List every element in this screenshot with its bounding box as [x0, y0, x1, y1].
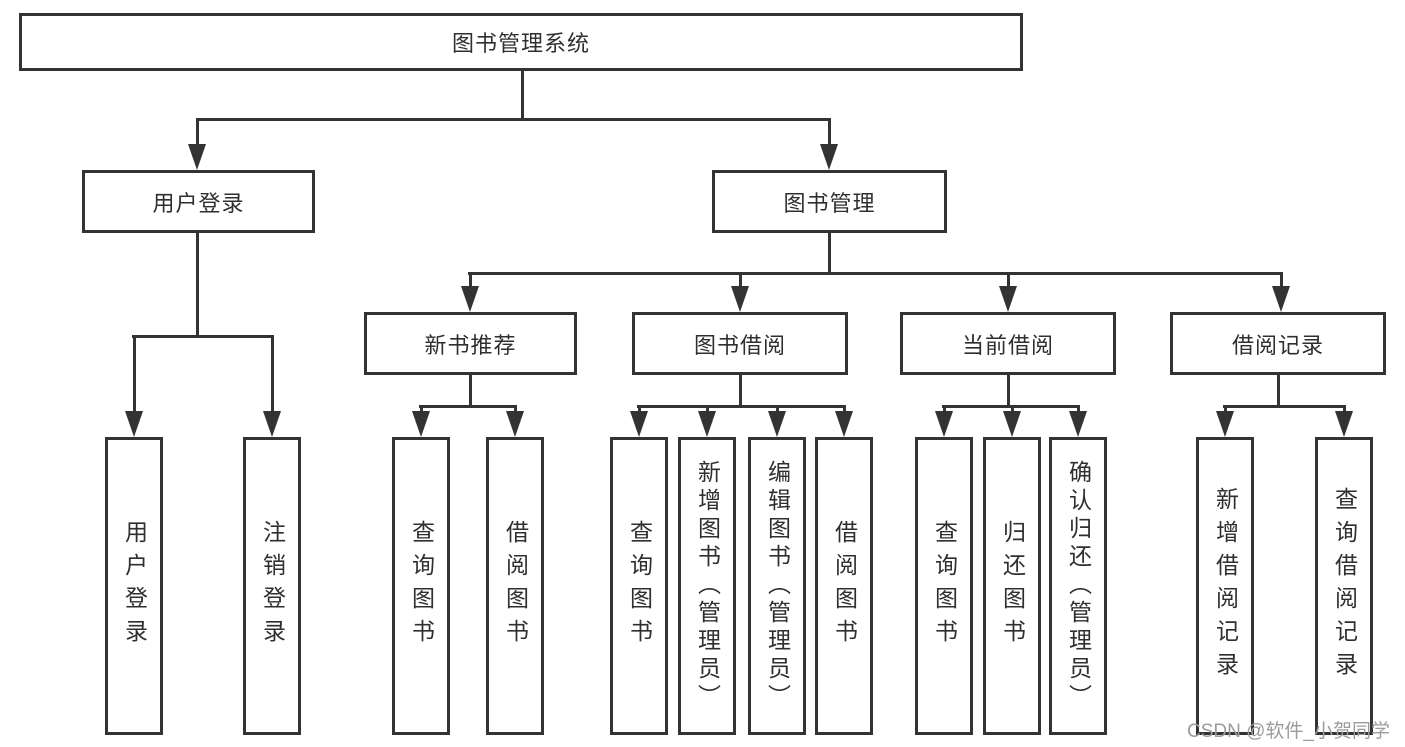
connector-drop: [739, 272, 742, 290]
leaf-borrow-book-recommend: 借阅图书: [486, 437, 544, 735]
arrow-down-icon: [835, 411, 853, 437]
connector-stem: [196, 233, 199, 337]
connector-branch: [1223, 405, 1346, 408]
connector-drop: [943, 405, 946, 415]
arrow-down-icon: [125, 411, 143, 437]
leaf-borrow-book-label: 借阅图书: [831, 520, 858, 652]
node-book-management-label: 图书管理: [783, 190, 876, 216]
leaf-return-book: 归还图书: [983, 437, 1041, 735]
leaf-add-borrow-record-label: 新增借阅记录: [1212, 487, 1239, 685]
arrow-down-icon: [768, 411, 786, 437]
connector-drop: [1007, 272, 1010, 290]
arrow-down-icon: [820, 144, 838, 170]
connector-drop: [514, 405, 517, 415]
node-borrow-record-label: 借阅记录: [1231, 332, 1324, 358]
arrow-down-icon: [506, 411, 524, 437]
connector-stem: [469, 375, 472, 407]
leaf-borrow-book-recommend-label: 借阅图书: [502, 520, 529, 652]
leaf-add-book-admin: 新增图书（管理员）: [678, 437, 736, 735]
connector-stem: [739, 375, 742, 407]
arrow-down-icon: [1216, 411, 1234, 437]
connector-drop: [843, 405, 846, 415]
node-borrow-record: 借阅记录: [1170, 312, 1386, 375]
connector-stem: [1007, 375, 1010, 407]
arrow-down-icon: [188, 144, 206, 170]
connector-drop: [196, 118, 199, 148]
node-book-borrow-label: 图书借阅: [693, 332, 786, 358]
leaf-query-book-label: 查询图书: [626, 520, 653, 652]
arrow-down-icon: [1335, 411, 1353, 437]
arrow-down-icon: [1003, 411, 1021, 437]
leaf-add-borrow-record: 新增借阅记录: [1196, 437, 1254, 735]
connector-branch: [132, 335, 274, 338]
connector-drop: [776, 405, 779, 415]
leaf-user-login-label: 用户登录: [121, 520, 148, 652]
connector-drop: [1280, 272, 1283, 290]
leaf-return-book-label: 归还图书: [999, 520, 1026, 652]
leaf-confirm-return-admin-label: 确认归还（管理员）: [1065, 460, 1092, 712]
node-user-login: 用户登录: [82, 170, 315, 233]
connector-branch: [637, 405, 846, 408]
node-root-label: 图书管理系统: [451, 31, 590, 56]
connector-drop: [1224, 405, 1227, 415]
leaf-query-current-book-label: 查询图书: [931, 520, 958, 652]
connector-drop: [1077, 405, 1080, 415]
node-new-book-recommend: 新书推荐: [364, 312, 577, 375]
connector-drop: [828, 118, 831, 148]
arrow-down-icon: [1069, 411, 1087, 437]
node-current-borrow: 当前借阅: [900, 312, 1116, 375]
arrow-down-icon: [1272, 286, 1290, 312]
connector-drop: [133, 335, 136, 415]
leaf-query-book-recommend: 查询图书: [392, 437, 450, 735]
connector-drop: [271, 335, 274, 415]
leaf-query-borrow-record-label: 查询借阅记录: [1331, 487, 1358, 685]
node-new-book-recommend-label: 新书推荐: [424, 332, 517, 358]
connector-stem: [521, 71, 524, 120]
leaf-query-borrow-record: 查询借阅记录: [1315, 437, 1373, 735]
arrow-down-icon: [630, 411, 648, 437]
watermark: CSDN @软件_小贺同学: [1187, 721, 1390, 742]
connector-drop: [1343, 405, 1346, 415]
connector-drop: [469, 272, 472, 290]
leaf-borrow-book: 借阅图书: [815, 437, 873, 735]
connector-stem: [1277, 375, 1280, 407]
leaf-query-current-book: 查询图书: [915, 437, 973, 735]
leaf-logout-label: 注销登录: [259, 520, 286, 652]
node-current-borrow-label: 当前借阅: [961, 332, 1054, 358]
leaf-query-book-recommend-label: 查询图书: [408, 520, 435, 652]
connector-drop: [1011, 405, 1014, 415]
arrow-down-icon: [999, 286, 1017, 312]
connector-drop: [706, 405, 709, 415]
leaf-logout: 注销登录: [243, 437, 301, 735]
node-root: 图书管理系统: [19, 13, 1023, 71]
connector-stem: [828, 233, 831, 274]
leaf-confirm-return-admin: 确认归还（管理员）: [1049, 437, 1107, 735]
node-user-login-label: 用户登录: [152, 190, 245, 216]
arrow-down-icon: [731, 286, 749, 312]
leaf-query-book: 查询图书: [610, 437, 668, 735]
arrow-down-icon: [935, 411, 953, 437]
arrow-down-icon: [698, 411, 716, 437]
node-book-management: 图书管理: [712, 170, 947, 233]
connector-drop: [638, 405, 641, 415]
node-book-borrow: 图书借阅: [632, 312, 848, 375]
leaf-edit-book-admin-label: 编辑图书（管理员）: [764, 460, 791, 712]
arrow-down-icon: [412, 411, 430, 437]
connector-drop: [420, 405, 423, 415]
leaf-add-book-admin-label: 新增图书（管理员）: [694, 460, 721, 712]
arrow-down-icon: [461, 286, 479, 312]
leaf-edit-book-admin: 编辑图书（管理员）: [748, 437, 806, 735]
connector-branch: [468, 272, 1283, 275]
leaf-user-login: 用户登录: [105, 437, 163, 735]
connector-branch: [419, 405, 517, 408]
connector-branch: [196, 118, 831, 121]
arrow-down-icon: [263, 411, 281, 437]
